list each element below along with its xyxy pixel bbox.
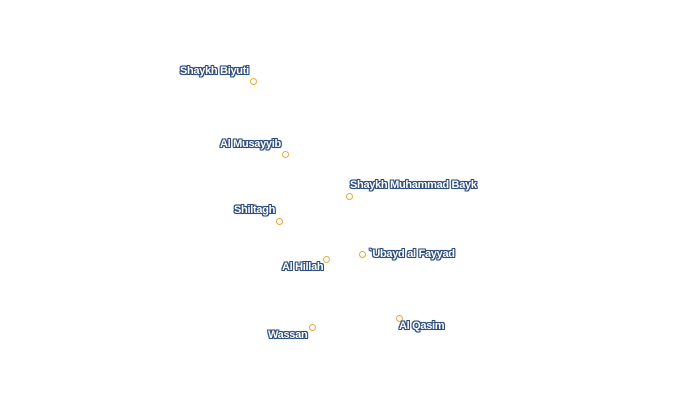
place-marker-ubayd-al-fayyad[interactable]: [359, 251, 366, 258]
place-marker-al-qasim[interactable]: [396, 315, 403, 322]
place-label-shiltagh: Shiltagh: [234, 204, 275, 216]
place-label-shaykh-biyuti: Shaykh Biyuti: [180, 65, 249, 77]
place-label-al-musayyib: Al Musayyib: [220, 138, 281, 150]
place-label-ubayd-al-fayyad: `Ubayd al Fayyad: [369, 248, 455, 260]
place-marker-shaykh-muhammad-bayk[interactable]: [346, 193, 353, 200]
place-label-al-hillah: Al Hillah: [282, 261, 324, 273]
place-label-wassan: Wassan: [268, 329, 308, 341]
place-marker-wassan[interactable]: [309, 324, 316, 331]
place-marker-al-hillah[interactable]: [323, 256, 330, 263]
place-marker-al-musayyib[interactable]: [282, 151, 289, 158]
place-label-al-qasim: Al Qasim: [399, 320, 445, 332]
place-label-shaykh-muhammad-bayk: Shaykh Muhammad Bayk: [350, 179, 477, 191]
place-marker-shaykh-biyuti[interactable]: [250, 78, 257, 85]
place-marker-shiltagh[interactable]: [276, 218, 283, 225]
